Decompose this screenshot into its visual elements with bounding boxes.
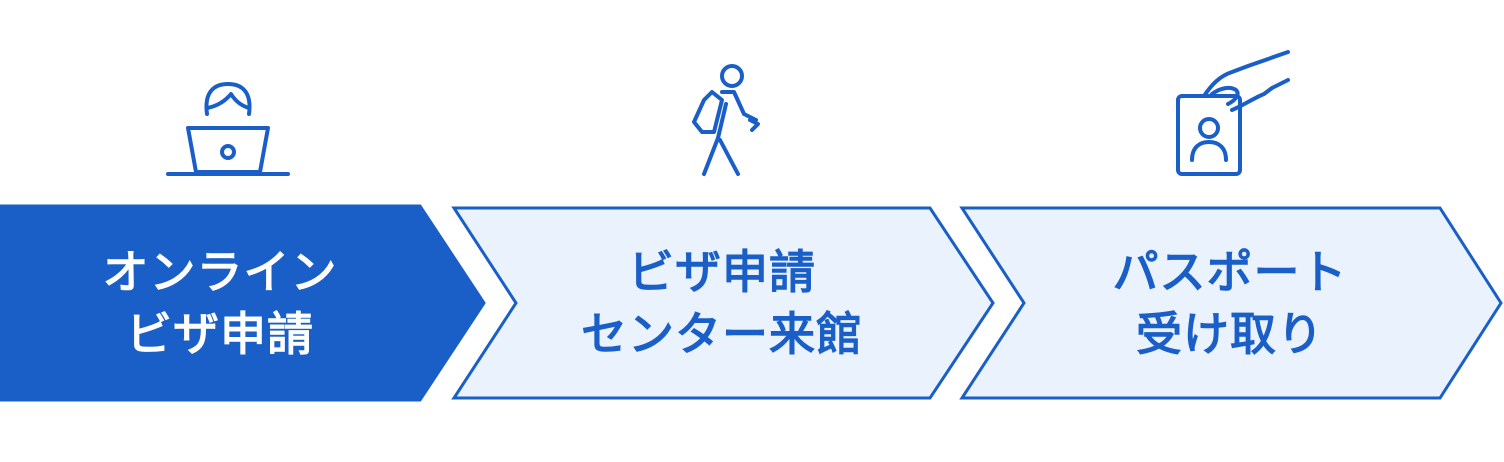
step-label: ビザ申請 センター来館	[512, 206, 932, 400]
step-chevron-online-application: オンライン ビザ申請	[0, 204, 488, 402]
person-at-laptop-icon	[158, 48, 298, 180]
chevron-shape	[959, 206, 1503, 400]
step-label: オンライン ビザ申請	[0, 206, 440, 400]
step-label: パスポート 受け取り	[1020, 206, 1440, 400]
chevron-shape	[451, 206, 995, 400]
step-chevron-visa-center-visit: ビザ申請 センター来館	[451, 206, 1000, 400]
step-label-line: 受け取り	[1136, 307, 1324, 361]
step-chevron-passport-pickup: パスポート 受け取り	[959, 206, 1504, 400]
step-label-line: センター来館	[581, 307, 863, 361]
step-label-line: オンライン	[102, 245, 338, 299]
step-label-line: ビザ申請	[628, 245, 816, 299]
chevron-shape	[0, 204, 486, 402]
step-label-line: ビザ申請	[126, 307, 314, 361]
step-label-line: パスポート	[1112, 245, 1348, 299]
hand-holding-id-card-icon	[1160, 48, 1300, 180]
walking-person-icon	[652, 48, 792, 180]
